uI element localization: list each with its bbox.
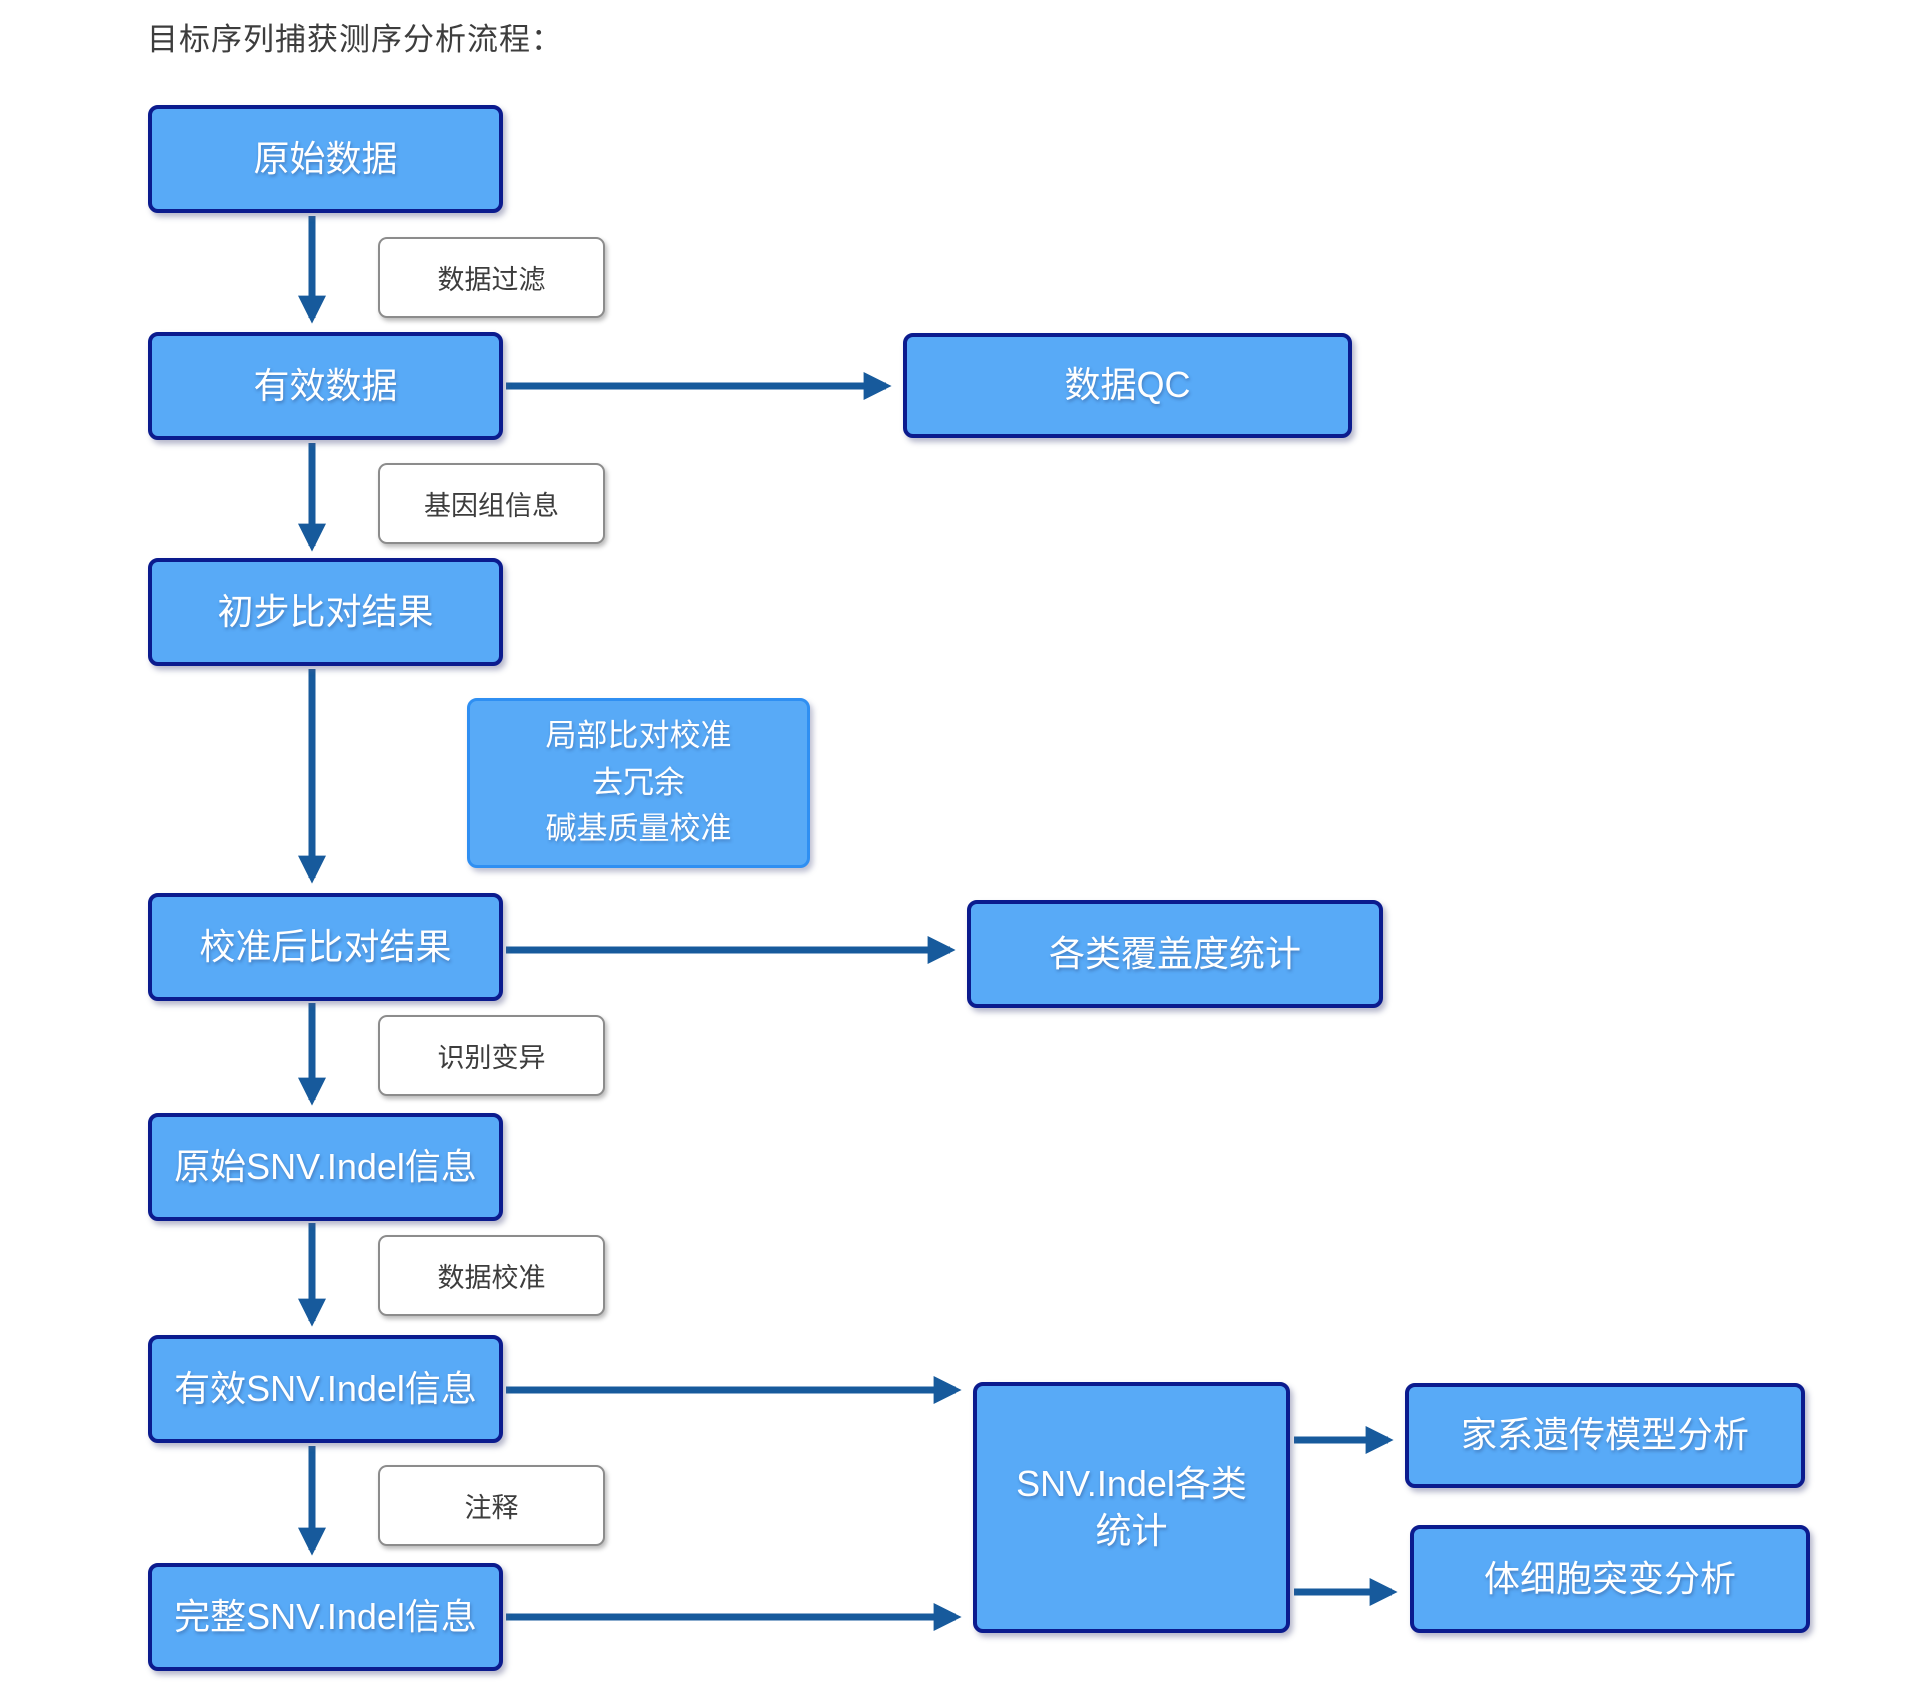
label-variant-calling: 识别变异 [378,1015,605,1096]
node-data-qc: 数据QC [903,333,1352,438]
node-somatic-mutation: 体细胞突变分析 [1410,1525,1810,1633]
node-valid-snv-indel: 有效SNV.Indel信息 [148,1335,503,1443]
node-snv-indel-stats: SNV.Indel各类统计 [973,1382,1290,1633]
node-coverage-stats: 各类覆盖度统计 [967,900,1383,1008]
label-local-recalibration: 局部比对校准 去冗余 碱基质量校准 [467,698,810,868]
label-genome-info: 基因组信息 [378,463,605,544]
label-data-filter: 数据过滤 [378,237,605,318]
node-complete-snv-indel: 完整SNV.Indel信息 [148,1563,503,1671]
node-calibrated-alignment: 校准后比对结果 [148,893,503,1001]
page-title: 目标序列捕获测序分析流程： [147,22,563,57]
node-raw-snv-indel: 原始SNV.Indel信息 [148,1113,503,1221]
label-data-calibration: 数据校准 [378,1235,605,1316]
node-raw-data: 原始数据 [148,105,503,213]
node-family-model: 家系遗传模型分析 [1405,1383,1805,1488]
node-valid-data: 有效数据 [148,332,503,440]
label-annotation: 注释 [378,1465,605,1546]
node-initial-alignment: 初步比对结果 [148,558,503,666]
